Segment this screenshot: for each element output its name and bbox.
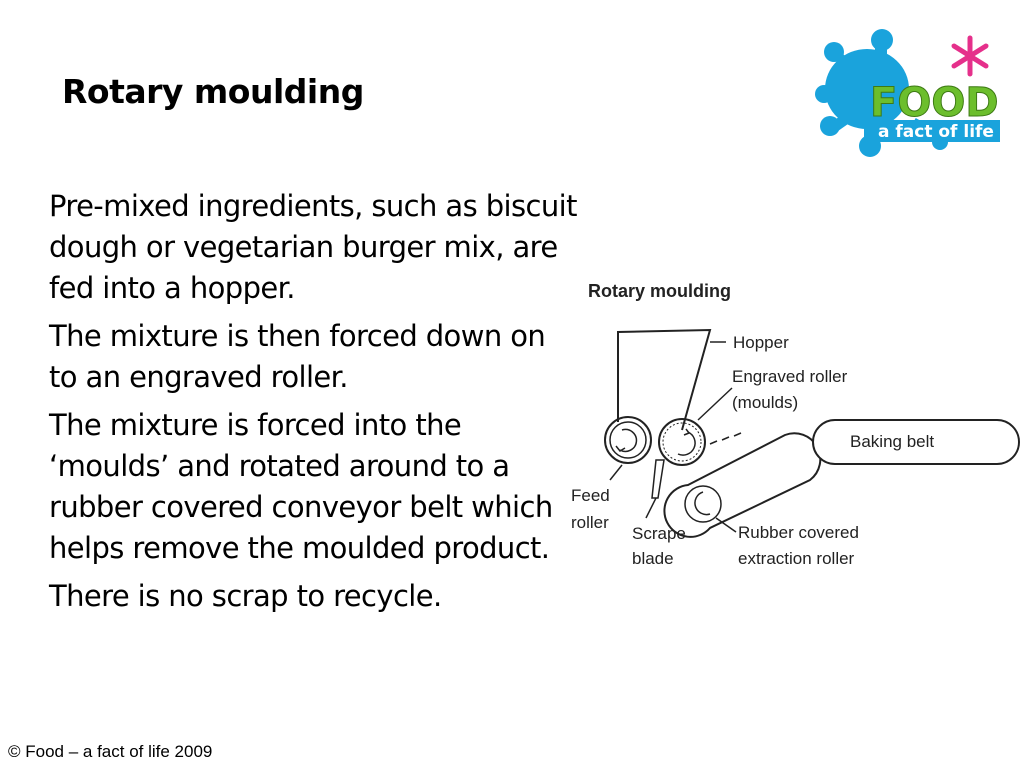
paragraph-engraved-roller: The mixture is then forced down on to an… <box>49 319 546 394</box>
rotary-moulding-diagram: Rotary moulding Hopper <box>571 281 1020 568</box>
label-scrape-blade: blade <box>632 549 674 568</box>
label-rubber-covered: Rubber covered <box>738 523 859 542</box>
logo-word: FOOD <box>870 80 999 126</box>
label-engraved-roller: Engraved roller <box>732 367 848 386</box>
slide-title: Rotary moulding <box>62 72 364 111</box>
extraction-belt <box>663 432 822 538</box>
engraved-roller <box>658 418 706 466</box>
label-feed: Feed <box>571 486 610 505</box>
paragraph-hopper: Pre-mixed ingredients, such as biscuit d… <box>49 189 577 305</box>
label-extraction-roller: extraction roller <box>738 549 855 568</box>
baking-belt <box>812 419 1020 465</box>
paragraph-no-scrap: There is no scrap to recycle. <box>49 579 442 613</box>
paragraph-moulds: The mixture is forced into the ‘moulds’ … <box>49 408 553 565</box>
body-text: Pre-mixed ingredients, such as biscuit d… <box>49 186 579 624</box>
label-feed-roller: roller <box>571 513 609 532</box>
scrape-blade <box>651 459 665 499</box>
hopper <box>617 328 712 431</box>
label-baking-belt: Baking belt <box>850 432 934 451</box>
label-hopper: Hopper <box>733 333 789 352</box>
feed-roller <box>604 416 652 464</box>
diagram-title: Rotary moulding <box>588 281 731 301</box>
label-scrape: Scrape <box>632 524 686 543</box>
label-engraved-moulds: (moulds) <box>732 393 798 412</box>
food-a-fact-of-life-logo: FOOD a fact of life <box>815 29 1000 157</box>
star-icon <box>951 35 989 77</box>
logo-tagline: a fact of life <box>878 122 994 142</box>
footer-copyright: © Food – a fact of life 2009 <box>8 742 213 761</box>
